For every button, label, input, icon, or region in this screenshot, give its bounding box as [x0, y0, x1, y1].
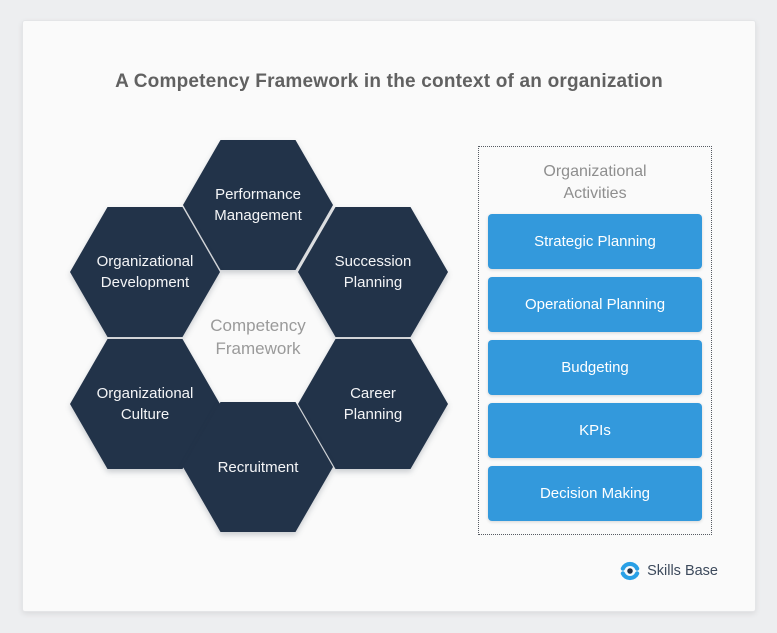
- hexagon-label: Succession Planning: [334, 253, 412, 291]
- hexagon-career-planning: Career Planning: [298, 339, 448, 469]
- hexagon-label: Organizational Culture: [96, 385, 194, 423]
- hexagon-performance-management: Performance Management: [183, 140, 333, 270]
- hexagon-label: Recruitment: [217, 458, 299, 476]
- hexagon-shape: Recruitment: [183, 402, 333, 532]
- hexagon-shape: Performance Management: [183, 140, 333, 270]
- activity-budgeting: Budgeting: [488, 340, 702, 395]
- panel-title: Organizational Activities: [543, 163, 647, 202]
- activity-kpis: KPIs: [488, 403, 702, 458]
- hexagon-succession-planning: Succession Planning: [298, 207, 448, 337]
- hexagon-recruitment: Recruitment: [183, 402, 333, 532]
- skills-base-logo-icon: [620, 561, 640, 581]
- hexagon-label: Career Planning: [343, 385, 403, 423]
- brand-name: Skills Base: [647, 563, 718, 579]
- hexagon-label: Organizational Development: [96, 253, 194, 291]
- page-title: A Competency Framework in the context of…: [115, 71, 663, 92]
- activity-strategic-planning: Strategic Planning: [488, 214, 702, 269]
- infographic-card: A Competency Framework in the context of…: [22, 20, 756, 612]
- organizational-activities-panel: Organizational Activities Strategic Plan…: [478, 146, 712, 535]
- skills-base-brand: Skills Base: [619, 560, 718, 582]
- activity-operational-planning: Operational Planning: [488, 277, 702, 332]
- hexagon-label: Performance Management: [214, 186, 302, 224]
- activity-decision-making: Decision Making: [488, 466, 702, 521]
- hexagon-organizational-development: Organizational Development: [70, 207, 220, 337]
- diagram-center-label: Competency Framework: [210, 316, 306, 358]
